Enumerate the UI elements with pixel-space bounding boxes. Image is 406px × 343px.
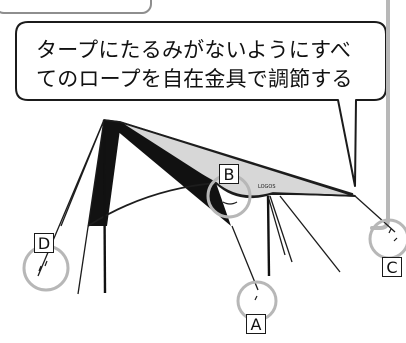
adjuster-center — [222, 201, 238, 205]
adjuster-right — [388, 228, 398, 242]
adjuster-bottom — [254, 295, 258, 301]
rope-left-2 — [60, 119, 105, 227]
rope-left-3 — [77, 119, 105, 295]
tarp-top-edge — [103, 119, 354, 195]
tarp-shadow — [104, 120, 231, 226]
callout-label-a: A — [246, 314, 266, 334]
tab-outline — [0, 0, 152, 14]
instruction-text: タープにたるみがないようにすべ てのロープを自在金具で調節する — [36, 36, 366, 94]
callout-label-c: C — [382, 257, 402, 277]
rope-mid-3 — [269, 195, 293, 263]
left-pole — [102, 119, 107, 294]
adjuster-left — [38, 260, 48, 272]
rope-mid-1 — [231, 225, 259, 291]
brand-logo: LOGOS — [258, 184, 276, 190]
rope-mid-4 — [279, 195, 341, 273]
speech-bubble — [15, 21, 387, 187]
rope-mid-2 — [267, 195, 286, 256]
instruction-line-1: タープにたるみがないようにすべ — [36, 38, 352, 62]
callout-label-d: D — [34, 233, 54, 253]
center-pole — [266, 195, 271, 277]
rope-right-1 — [354, 195, 396, 233]
instruction-line-2: てのロープを自在金具で調節する — [36, 67, 353, 91]
tarp-front-edge — [87, 182, 356, 227]
callout-label-b: B — [219, 164, 239, 184]
